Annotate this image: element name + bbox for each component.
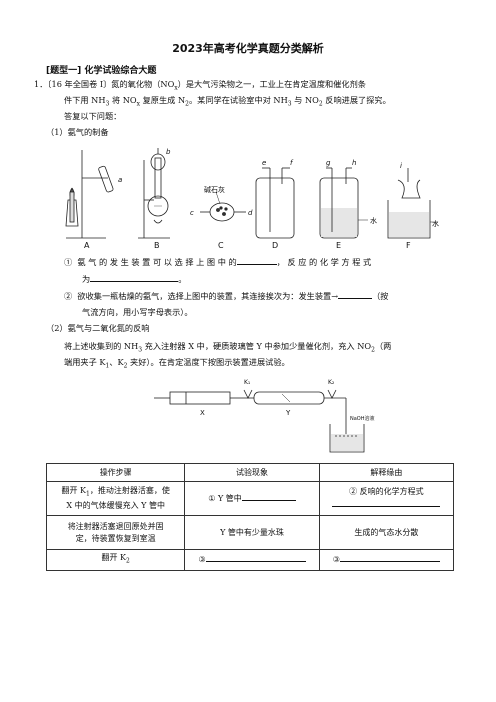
letter-c: c bbox=[190, 209, 194, 217]
answer-blank[interactable] bbox=[241, 492, 296, 501]
q1-item2-line2: 气流方向，用小写字母表示）。 bbox=[82, 307, 193, 317]
apparatus-c bbox=[200, 191, 246, 222]
question-line-1: 1．〔16 年全国卷 I〕氮的氧化物（NOx）是大气污染物之一，工业上在肯定温度… bbox=[34, 79, 366, 92]
row2-step: 将注射器活塞退回原处并固定，待装置恢复到室温 bbox=[45, 515, 186, 550]
section-heading: [题型一] 化学试验综合大题 bbox=[46, 66, 157, 76]
beaker-z bbox=[329, 424, 365, 453]
answer-blank[interactable] bbox=[90, 273, 179, 282]
letter-g: g bbox=[326, 159, 331, 167]
letter-e: e bbox=[262, 159, 266, 167]
answer-blank[interactable] bbox=[205, 553, 306, 563]
clamp-k1 bbox=[243, 389, 253, 399]
table-row: 将注射器活塞退回原处并固定，待装置恢复到室温 Y 管中有少量水珠 生成的气态水分… bbox=[45, 515, 455, 550]
question-line-2: 件下用 NH3 将 NOx 复原生成 N2。某同学在试验室中对 NH3 与 NO… bbox=[64, 95, 391, 108]
answer-blank[interactable] bbox=[332, 498, 441, 507]
part2-label: （2）氨气与二氧化氮的反响 bbox=[46, 323, 150, 333]
label-k2: K₂ bbox=[328, 379, 335, 386]
row1-step: 翻开 K1，推动注射器活塞，使 X 中的气体缓慢充入 Y 管中 bbox=[45, 481, 186, 516]
label-c: C bbox=[218, 241, 224, 250]
q1-item1-line2: 为。 bbox=[82, 273, 187, 284]
label-b: B bbox=[154, 241, 160, 250]
answer-blank[interactable] bbox=[338, 290, 373, 299]
header-phenomenon: 试验现象 bbox=[184, 463, 320, 482]
part2-line1: 将上述收集到的 NH3 充入注射器 X 中，硬质玻璃管 Y 中参加少量催化剂，充… bbox=[64, 341, 392, 354]
apparatus-figure: A B C D E F a b c d e f g h i 碱石灰 水 水 bbox=[65, 148, 439, 250]
letter-i: i bbox=[400, 162, 402, 170]
label-d: D bbox=[272, 241, 278, 250]
apparatus-b bbox=[138, 148, 170, 239]
letter-h: h bbox=[352, 159, 356, 167]
row3-reason: ③ bbox=[318, 549, 455, 571]
soda-lime-label: 碱石灰 bbox=[204, 185, 225, 194]
apparatus-a bbox=[65, 150, 114, 239]
table-row: 翻开 K2 ③ ③ bbox=[45, 549, 455, 571]
letter-f: f bbox=[290, 159, 294, 167]
row2-phenomenon: Y 管中有少量水珠 bbox=[184, 515, 320, 550]
q1-item1-line1: ① 氨 气 的 发 生 装 置 可 以 选 择 上 图 中 的， 反 应 的 化… bbox=[64, 256, 372, 267]
header-step: 操作步骤 bbox=[45, 463, 186, 482]
water-label-e: 水 bbox=[370, 216, 377, 225]
part1-label: （1）氨气的制备 bbox=[46, 127, 109, 137]
apparatus-d bbox=[255, 167, 295, 239]
clamp-k2 bbox=[327, 389, 337, 399]
apparatus-e bbox=[319, 167, 368, 239]
letter-b: b bbox=[166, 148, 171, 156]
header-reason: 解释缘由 bbox=[318, 463, 455, 482]
label-k1: K₁ bbox=[244, 379, 251, 386]
letter-a: a bbox=[118, 176, 122, 184]
question-line-3: 答复以下问题： bbox=[64, 111, 122, 121]
label-y: Y bbox=[285, 409, 291, 417]
q1-item2-line1: ② 欲收集一瓶枯燥的氨气，选择上图中的装置，其连接挨次为：发生装置→（按 bbox=[64, 290, 389, 301]
label-e: E bbox=[336, 241, 341, 250]
letter-d: d bbox=[248, 209, 253, 217]
row1-phenomenon: ① Y 管中 bbox=[184, 481, 320, 516]
naoh-label: NaOH溶液 bbox=[350, 415, 375, 422]
label-x: X bbox=[200, 409, 205, 417]
table-row: 翻开 K1，推动注射器活塞，使 X 中的气体缓慢充入 Y 管中 ① Y 管中 ②… bbox=[45, 481, 455, 516]
part2-line2: 端用夹子 K1、K2 夹好）。在肯定温度下按图示装置进展试验。 bbox=[64, 357, 290, 370]
water-label-f: 水 bbox=[432, 219, 439, 228]
apparatus-f bbox=[387, 168, 438, 239]
syringe-x bbox=[154, 391, 242, 405]
answer-blank[interactable] bbox=[236, 256, 277, 265]
experiment-table: 操作步骤 试验现象 解释缘由 翻开 K1，推动注射器活塞，使 X 中的气体缓慢充… bbox=[45, 463, 455, 571]
row3-step: 翻开 K2 bbox=[45, 549, 186, 571]
reaction-setup-figure: X Y Z K₁ K₂ NaOH溶液 bbox=[154, 379, 375, 453]
label-a: A bbox=[84, 241, 90, 250]
row3-phenomenon: ③ bbox=[184, 549, 320, 571]
row2-reason: 生成的气态水分散 bbox=[318, 515, 455, 550]
table-header-row: 操作步骤 试验现象 解释缘由 bbox=[45, 463, 455, 482]
row1-reason: ② 反响的化学方程式 bbox=[318, 481, 455, 516]
page-title: 2023年高考化学真题分类解析 bbox=[172, 42, 324, 55]
answer-blank[interactable] bbox=[339, 553, 440, 563]
label-f: F bbox=[406, 241, 411, 250]
